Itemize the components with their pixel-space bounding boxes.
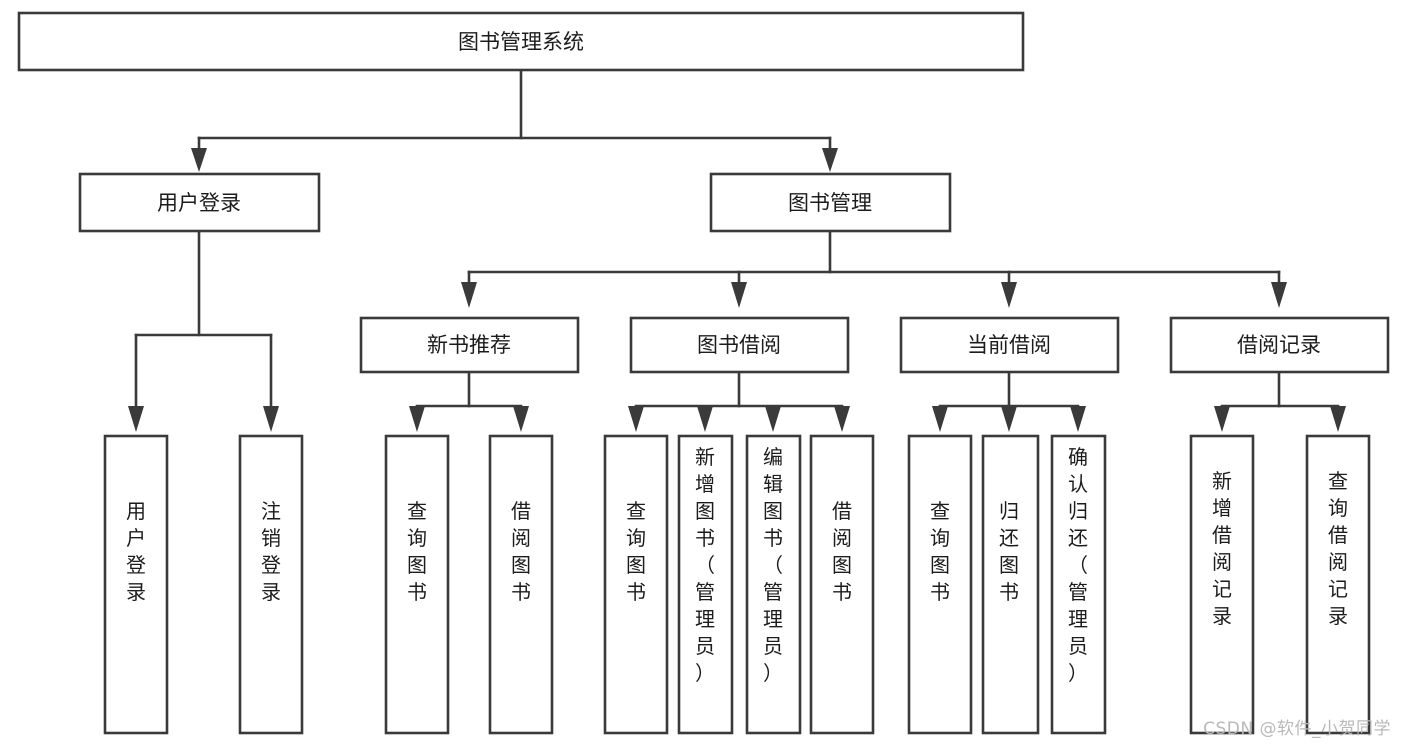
- arrow-head-leaf4: [513, 406, 529, 432]
- node-leaf-return-book-box[interactable]: [981, 434, 1040, 735]
- arrow-head-leaf7: [765, 406, 781, 432]
- node-user-login[interactable]: 用户登录: [78, 172, 321, 233]
- node-user-login-box[interactable]: [78, 172, 321, 233]
- node-book-borrow[interactable]: 图书借阅: [629, 316, 850, 374]
- node-book-borrow-box[interactable]: [629, 316, 850, 374]
- arrow-head-leaf5: [628, 406, 644, 432]
- node-new-book-recommend[interactable]: 新书推荐: [359, 316, 580, 374]
- node-leaf-query-borrow-record-box[interactable]: [1305, 434, 1371, 735]
- node-leaf-borrow-book-2-box[interactable]: [809, 434, 875, 735]
- node-leaf-query-borrow-record-label: 查询借阅记录: [1328, 469, 1348, 628]
- arrow-head-l1b: [822, 148, 838, 172]
- arrow-head-leaf10: [1001, 406, 1017, 432]
- arrow-head-leaf11: [1070, 406, 1086, 432]
- node-current-borrow[interactable]: 当前借阅: [899, 316, 1120, 374]
- node-leaf-user-login-box[interactable]: [103, 434, 169, 735]
- node-leaf-query-book-1[interactable]: 查询图书: [384, 434, 450, 735]
- arrow-head-leaf12: [1214, 406, 1230, 432]
- node-borrow-record[interactable]: 借阅记录: [1169, 316, 1390, 374]
- node-leaf-query-book-2[interactable]: 查询图书: [603, 434, 669, 735]
- node-current-borrow-box[interactable]: [899, 316, 1120, 374]
- node-borrow-record-label: 借阅记录: [1237, 333, 1321, 357]
- arrow-head-leaf6: [697, 406, 713, 432]
- node-new-book-recommend-label: 新书推荐: [427, 333, 511, 357]
- arrow-head-l2d: [1271, 282, 1287, 308]
- node-leaf-logout-label: 注销登录: [261, 499, 281, 604]
- arrow-head-leaf8: [834, 406, 850, 432]
- node-root[interactable]: 图书管理系统: [17, 11, 1025, 72]
- arrow-head-leaf3: [409, 406, 425, 432]
- node-leaf-query-book-2-label: 查询图书: [626, 499, 646, 604]
- arrow-head-leaf2: [263, 406, 279, 432]
- node-current-borrow-label: 当前借阅: [967, 333, 1051, 357]
- node-leaf-edit-book-admin[interactable]: 编辑图书（管理员）: [745, 434, 802, 735]
- node-leaf-query-book-1-label: 查询图书: [407, 499, 427, 604]
- node-root-label: 图书管理系统: [458, 30, 584, 54]
- node-leaf-query-book-3-label: 查询图书: [930, 499, 950, 604]
- node-leaf-query-book-3-box[interactable]: [907, 434, 973, 735]
- node-new-book-recommend-box[interactable]: [359, 316, 580, 374]
- node-leaf-add-borrow-record-label: 新增借阅记录: [1212, 469, 1232, 628]
- node-book-management-label: 图书管理: [788, 191, 872, 215]
- node-leaf-edit-book-admin-box[interactable]: [745, 434, 802, 735]
- arrow-head-l1a: [191, 148, 207, 172]
- node-leaf-confirm-return-admin-box[interactable]: [1050, 434, 1107, 735]
- node-leaf-edit-book-admin-label: 编辑图书（管理员）: [763, 445, 783, 685]
- node-leaf-borrow-book-2-label: 借阅图书: [832, 499, 852, 604]
- node-leaf-borrow-book-2[interactable]: 借阅图书: [809, 434, 875, 735]
- arrow-head-leaf13: [1330, 406, 1346, 432]
- node-leaf-user-login[interactable]: 用户登录: [103, 434, 169, 735]
- node-borrow-record-box[interactable]: [1169, 316, 1390, 374]
- node-leaf-add-book-admin-label: 新增图书（管理员）: [695, 445, 715, 685]
- node-leaf-query-borrow-record[interactable]: 查询借阅记录: [1305, 434, 1371, 735]
- node-leaf-add-borrow-record-box[interactable]: [1189, 434, 1255, 735]
- arrow-head-l2b: [731, 282, 747, 308]
- node-book-borrow-label: 图书借阅: [697, 333, 781, 357]
- node-leaf-logout-box[interactable]: [238, 434, 304, 735]
- arrow-head-leaf1: [128, 406, 144, 432]
- node-book-management[interactable]: 图书管理: [709, 172, 952, 233]
- node-leaf-add-borrow-record[interactable]: 新增借阅记录: [1189, 434, 1255, 735]
- node-root-box[interactable]: [17, 11, 1025, 72]
- node-leaf-add-book-admin[interactable]: 新增图书（管理员）: [677, 434, 734, 735]
- node-book-management-box[interactable]: [709, 172, 952, 233]
- node-leaf-query-book-3[interactable]: 查询图书: [907, 434, 973, 735]
- node-leaf-add-book-admin-box[interactable]: [677, 434, 734, 735]
- node-leaf-borrow-book-1[interactable]: 借阅图书: [488, 434, 554, 735]
- node-leaf-borrow-book-1-label: 借阅图书: [511, 499, 531, 604]
- node-leaf-return-book-label: 归还图书: [999, 499, 1019, 604]
- connector-layer: [128, 68, 1346, 432]
- node-leaf-confirm-return-admin-label: 确认归还（管理员）: [1068, 445, 1088, 685]
- node-leaf-query-book-2-box[interactable]: [603, 434, 669, 735]
- arrow-head-l2a: [461, 282, 477, 308]
- node-leaf-borrow-book-1-box[interactable]: [488, 434, 554, 735]
- node-leaf-query-book-1-box[interactable]: [384, 434, 450, 735]
- node-leaf-logout[interactable]: 注销登录: [238, 434, 304, 735]
- node-leaf-return-book[interactable]: 归还图书: [981, 434, 1040, 735]
- node-user-login-label: 用户登录: [157, 191, 241, 215]
- node-leaf-user-login-label: 用户登录: [126, 499, 146, 604]
- arrow-head-l2c: [1001, 282, 1017, 308]
- arrow-head-leaf9: [932, 406, 948, 432]
- node-leaf-confirm-return-admin[interactable]: 确认归还（管理员）: [1050, 434, 1107, 735]
